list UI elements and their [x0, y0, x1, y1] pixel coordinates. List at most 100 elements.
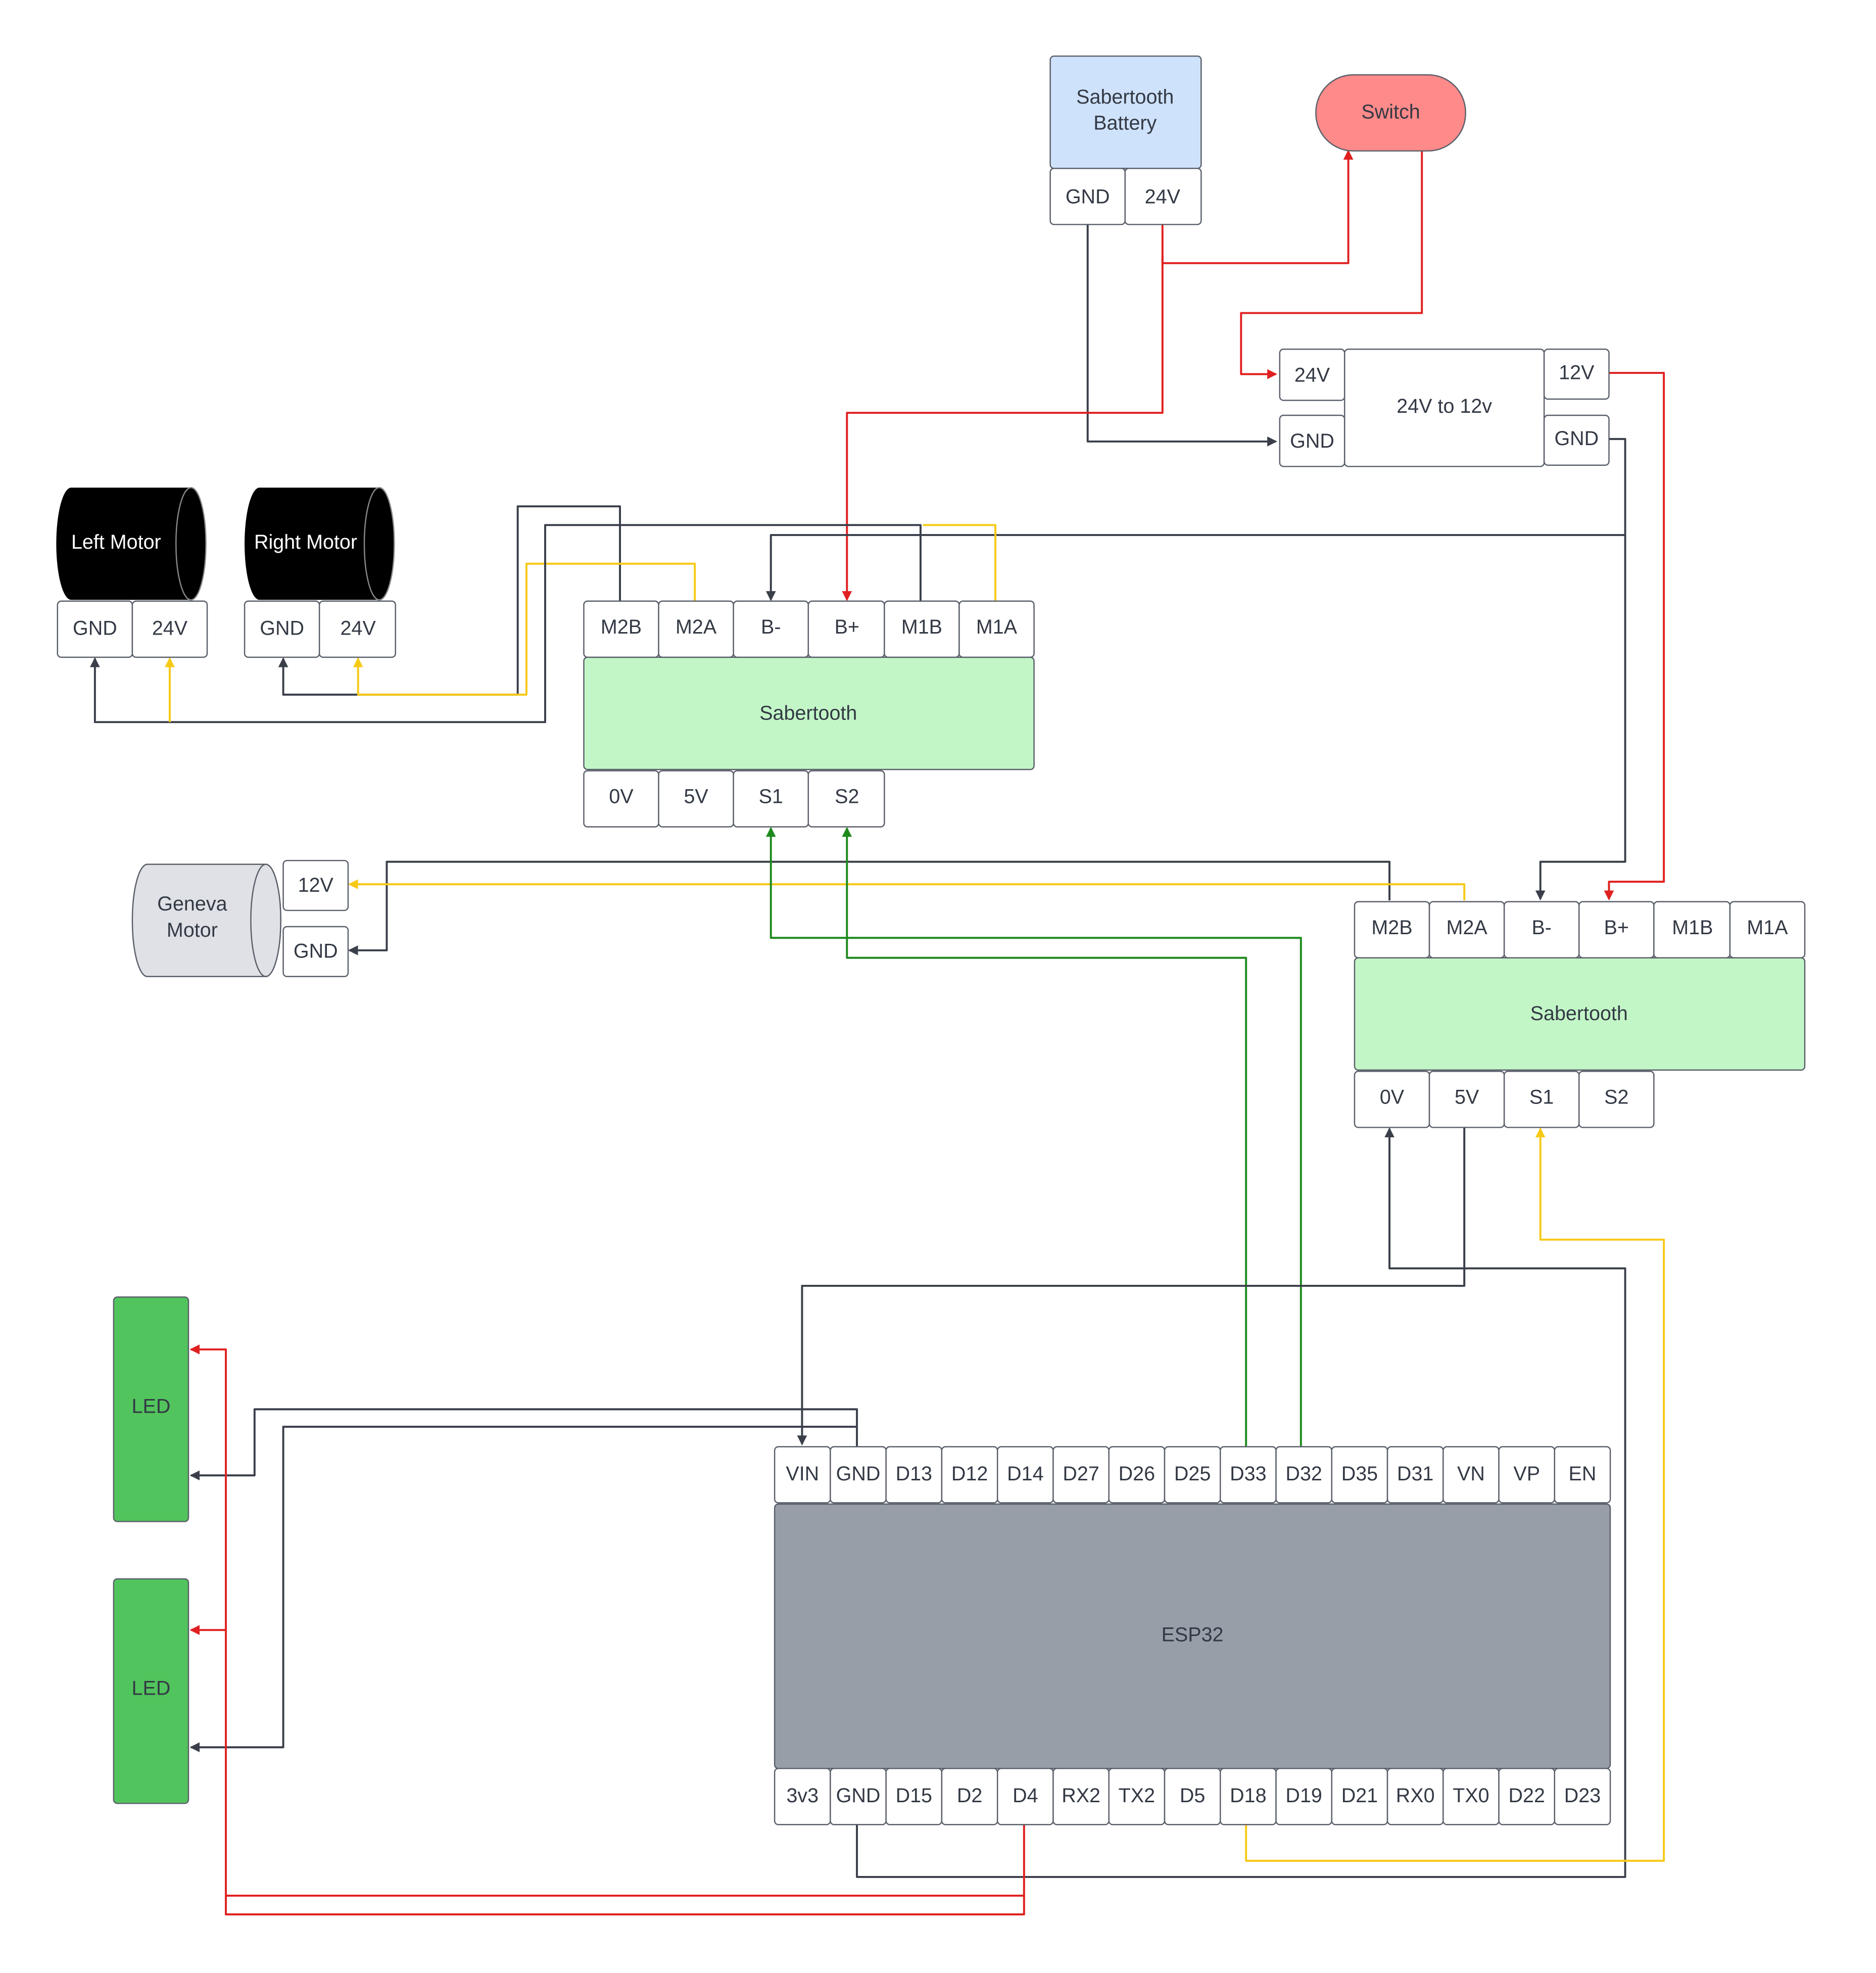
- battery: Sabertooth Battery GND 24V: [1049, 55, 1202, 225]
- sabertooth2-pin-bplus-label: B+: [1604, 917, 1629, 939]
- converter-pin-24v-in[interactable]: [1279, 348, 1345, 401]
- wire-sabertooth1-m1b-to-left-motor-gnd: [89, 524, 922, 724]
- switch-label: Switch: [1361, 101, 1420, 123]
- esp32-bottom-pin-d15-label: D15: [896, 1785, 932, 1807]
- sabertooth1-pin-bplus-label: B+: [835, 616, 859, 638]
- sabertooth2-pin-m1b-label: M1B: [1672, 917, 1713, 939]
- wire-sabertooth2-m2a-to-geneva-12v: [348, 879, 1466, 901]
- sabertooth2-pin-m2a-label: M2A: [1447, 917, 1488, 939]
- wire-converter-gnd-to-sabertooth1-bminus: [765, 534, 1625, 601]
- right-motor-body: [245, 488, 395, 600]
- esp32-top-pin-gnd-label: GND: [836, 1463, 881, 1485]
- esp32-top-pin-en-14[interactable]: [1554, 1446, 1611, 1504]
- geneva-motor-label-line1: Geneva: [157, 893, 227, 915]
- sabertooth1-pin-m2b-label: M2B: [601, 616, 642, 638]
- geneva-motor: Geneva Motor 12V GND: [131, 859, 349, 977]
- esp32-bottom-pin-tx0-label: TX0: [1453, 1785, 1489, 1807]
- battery-label-line1: Sabertooth: [1076, 86, 1174, 108]
- esp32-top-pin-d14-label: D14: [1007, 1463, 1043, 1485]
- esp32-bottom-pin-3v3-label: 3v3: [786, 1785, 819, 1807]
- sabertooth1-pin-m1b-label: M1B: [901, 616, 942, 638]
- sabertooth1-pin-s2[interactable]: [807, 770, 885, 828]
- left-motor-pin-24v-label: 24V: [152, 617, 188, 639]
- left-motor-pin-gnd-label: GND: [73, 617, 117, 639]
- sabertooth1-pin-m1a[interactable]: [958, 600, 1035, 658]
- wires: [89, 150, 1665, 1915]
- geneva-motor-label-line2: Motor: [167, 919, 218, 941]
- wire-battery-gnd-to-converter-gnd: [1086, 224, 1277, 447]
- esp32-bottom-pin-d18-label: D18: [1230, 1785, 1266, 1807]
- left-motor: Left Motor GND 24V: [56, 487, 208, 658]
- switch[interactable]: Switch: [1315, 74, 1466, 152]
- esp32-bottom-pin-rx0-label: RX0: [1396, 1785, 1435, 1807]
- wire-esp32-d18-to-sabertooth2-s1: [1245, 1127, 1665, 1862]
- geneva-pin-gnd[interactable]: [282, 926, 349, 977]
- converter-body: [1343, 348, 1545, 467]
- esp32-bottom-pin-gnd-label: GND: [836, 1785, 881, 1807]
- esp32-top-pin-vp-label: VP: [1513, 1463, 1540, 1485]
- wire-esp32-d32-to-sabertooth1-s1: [765, 827, 1302, 1447]
- wire-sabertooth2-5v-to-esp32-vin: [797, 1127, 1466, 1446]
- right-motor: Right Motor GND 24V: [244, 487, 396, 658]
- wire-sabertooth1-m2b-to-right-motor-gnd: [278, 505, 621, 696]
- esp32-bottom-pin-d23-label: D23: [1564, 1785, 1601, 1807]
- left-motor-body: [56, 488, 206, 600]
- geneva-motor-end-cap: [250, 863, 281, 977]
- converter-pin-12v-out[interactable]: [1543, 348, 1610, 400]
- right-motor-pin-24v[interactable]: [318, 600, 396, 658]
- sabertooth1-pin-bminus-label: B-: [761, 616, 781, 638]
- esp32-top-pin-en-label: EN: [1569, 1463, 1597, 1485]
- sabertooth2-pin-m1a[interactable]: [1729, 901, 1806, 958]
- wire-converter-12v-to-sabertooth2-bplus: [1604, 372, 1665, 901]
- sabertooth1-label: Sabertooth: [759, 702, 857, 724]
- converter-pin-gnd-in[interactable]: [1279, 414, 1345, 467]
- wire-battery-24v-to-switch: [1161, 150, 1354, 264]
- sabertooth1-top-pins: M2B M2A B- B+ M1B M1A: [583, 600, 1035, 658]
- esp32-top-pin-d35-label: D35: [1341, 1463, 1378, 1485]
- wire-sabertooth1-m1a-to-left-motor-24v: [170, 524, 997, 723]
- esp32-top-pin-d12-label: D12: [951, 1463, 988, 1485]
- geneva-pin-12v-label: 12V: [298, 874, 334, 896]
- wire-sabertooth2-m2b-to-geneva-gnd: [348, 860, 1391, 955]
- led-1: LED: [113, 1296, 189, 1522]
- esp32-top-pin-d26-label: D26: [1119, 1463, 1155, 1485]
- esp32-top-pin-d33-label: D33: [1230, 1463, 1266, 1485]
- geneva-pin-12v[interactable]: [282, 859, 349, 911]
- sabertooth2-pin-bminus-label: B-: [1531, 917, 1551, 939]
- battery-pin-24v[interactable]: [1124, 167, 1202, 225]
- esp32-bottom-pin-d19-label: D19: [1285, 1785, 1322, 1807]
- left-motor-pin-24v[interactable]: [131, 600, 208, 658]
- switch-body[interactable]: [1315, 74, 1466, 152]
- esp32-bottom-pin-d23-14[interactable]: [1554, 1767, 1611, 1825]
- sabertooth2-pin-s1-label: S1: [1529, 1086, 1554, 1109]
- led1-body: [113, 1296, 189, 1522]
- wire-esp32-d4-to-led1: [189, 1344, 1025, 1915]
- led-2: LED: [113, 1578, 189, 1804]
- right-motor-label: Right Motor: [254, 531, 357, 553]
- converter-pin-gnd-in-label: GND: [1290, 430, 1334, 452]
- battery-body: [1049, 55, 1202, 169]
- wire-esp32-gnd-to-led1: [189, 1408, 858, 1480]
- right-motor-end-cap: [363, 487, 395, 601]
- wire-esp32-d4-to-led2: [191, 1630, 1024, 1897]
- esp32-bottom-pin-d2-label: D2: [957, 1785, 982, 1807]
- sabertooth2-pin-s2[interactable]: [1578, 1071, 1655, 1128]
- right-motor-pin-24v-label: 24V: [341, 617, 376, 639]
- wire-converter-gnd-to-sabertooth2-bminus: [1535, 438, 1626, 901]
- sabertooth2-top-pins: M2B M2A B- B+ M1B M1A: [1354, 901, 1806, 958]
- sabertooth1-bottom-pins: 0V 5V S1 S2: [583, 770, 885, 828]
- sabertooth2-body: [1354, 957, 1806, 1071]
- esp32-bottom-pin-d22-label: D22: [1508, 1785, 1545, 1807]
- battery-pin-gnd-label: GND: [1066, 185, 1110, 208]
- esp32-label: ESP32: [1162, 1623, 1224, 1646]
- sabertooth2-bottom-pins: 0V 5V S1 S2: [1354, 1071, 1655, 1128]
- esp32-bottom-pin-d4-label: D4: [1013, 1785, 1038, 1807]
- converter-pin-24v-in-label: 24V: [1294, 364, 1330, 386]
- converter-pin-gnd-out[interactable]: [1543, 414, 1610, 466]
- converter-pin-12v-out-label: 12V: [1559, 361, 1595, 383]
- esp32-top-pin-d13-label: D13: [896, 1463, 932, 1485]
- converter-pin-gnd-out-label: GND: [1554, 427, 1599, 450]
- wire-esp32-d33-to-sabertooth1-s1: [842, 827, 1247, 1447]
